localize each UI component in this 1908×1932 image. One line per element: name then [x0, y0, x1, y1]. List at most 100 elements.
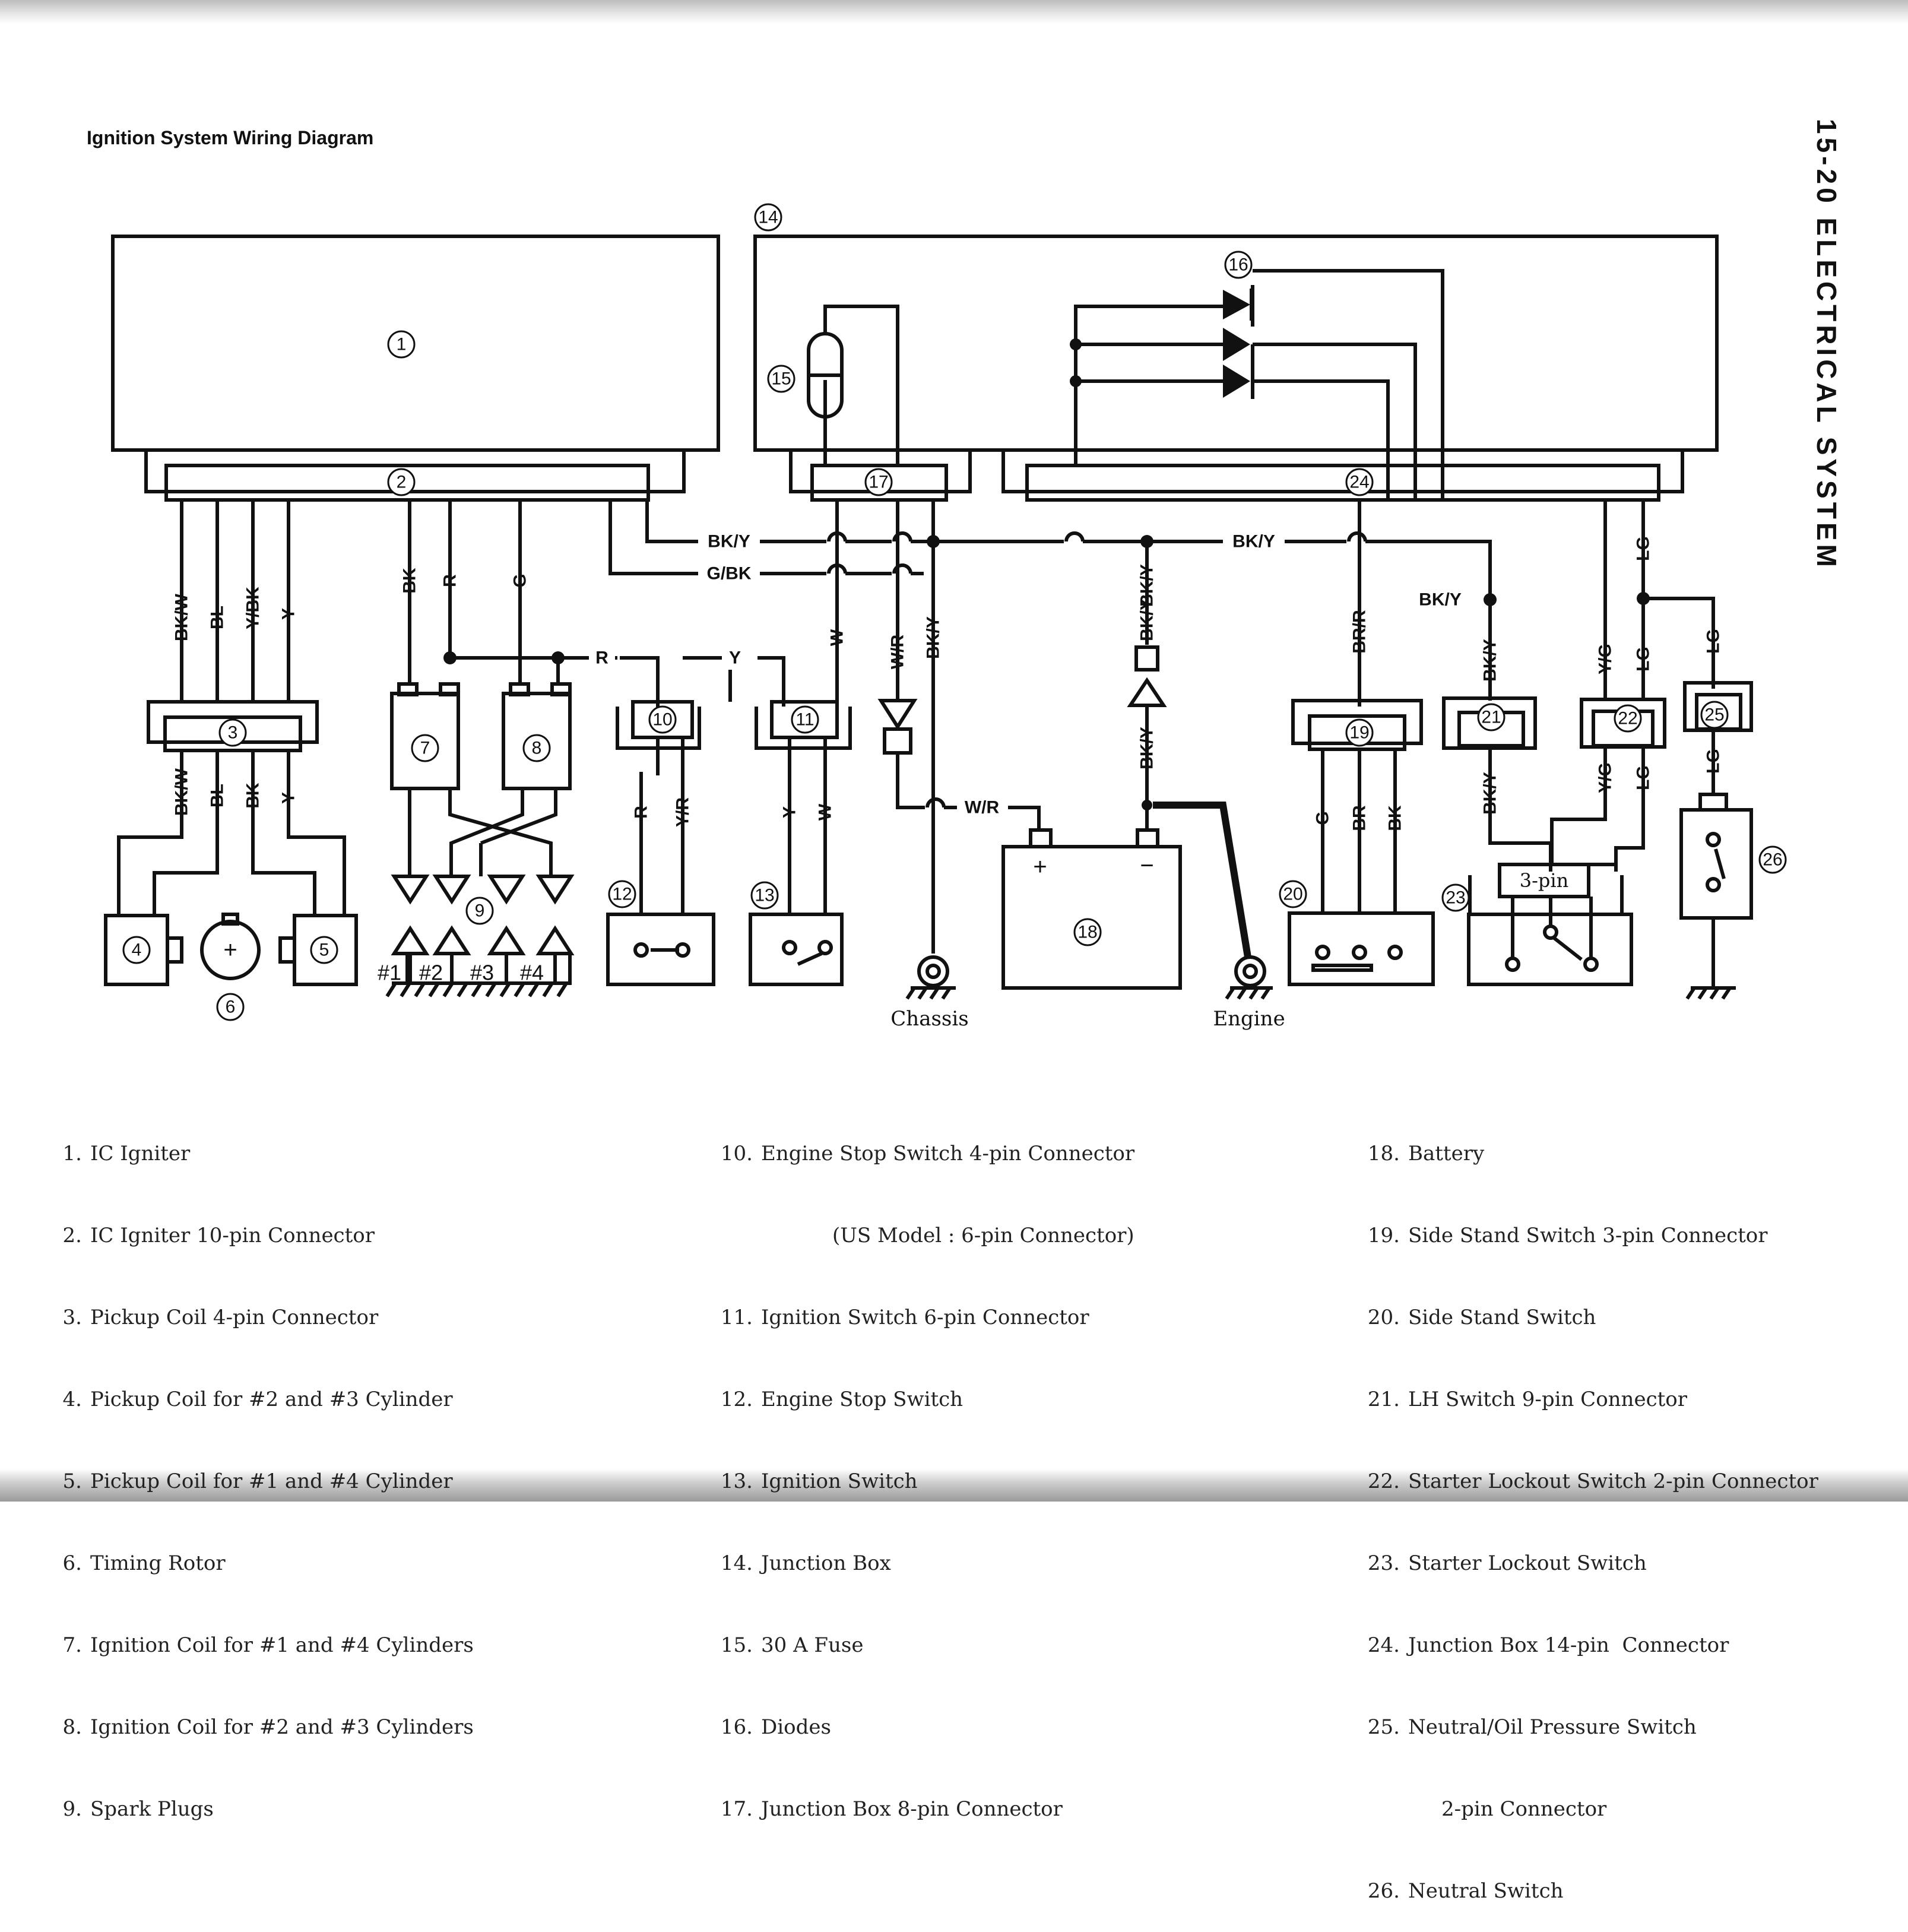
legend-item: 18.Battery	[1367, 1142, 1485, 1165]
battery-plus-label: +	[1033, 854, 1047, 880]
wiring-diagram: 1 2 3 4 5 6 7 8 9 10 11 12 13 14 15 16 1…	[104, 203, 1787, 1031]
wire-label-r-h: R	[595, 648, 608, 668]
wire-label-w-1: W	[816, 803, 835, 821]
legend-column-2: 10.Engine Stop Switch 4-pin Connector (U…	[718, 1085, 1134, 1850]
callout-9: 9	[475, 901, 485, 921]
callout-15: 15	[771, 369, 791, 389]
callout-4: 4	[132, 940, 142, 960]
legend-item: 24.Junction Box 14-pin Connector	[1367, 1633, 1729, 1657]
legend-item: (US Model : 6-pin Connector)	[832, 1224, 1134, 1247]
callout-11: 11	[795, 710, 814, 730]
wire-label-br: BR	[1350, 805, 1370, 831]
diode-1	[1223, 290, 1250, 319]
wire-label-bky-6: BK/Y	[1481, 772, 1500, 815]
wire-label-lg-4: LG	[1704, 629, 1723, 654]
wire-label-ybk: Y/BK	[243, 587, 263, 629]
legend-item: 2.IC Igniter 10-pin Connector	[62, 1224, 375, 1247]
legend-item: 3.Pickup Coil 4-pin Connector	[62, 1306, 379, 1329]
engine-ground	[1234, 955, 1266, 987]
pickup-4pin-connector	[163, 715, 302, 752]
wire-label-bk-2: BK	[400, 568, 420, 594]
callout-26: 26	[1763, 850, 1782, 870]
callout-7: 7	[420, 739, 430, 758]
spark-plug-label-2: #2	[419, 961, 443, 985]
callout-3: 3	[228, 723, 238, 743]
wire-label-g-2: G	[1313, 811, 1333, 825]
timing-rotor	[200, 920, 261, 980]
wire-label-bl-2: BL	[208, 784, 227, 807]
junction-box	[753, 235, 1719, 452]
callout-5: 5	[319, 940, 329, 960]
ignition-6pin-connector	[770, 700, 839, 739]
callout-22: 22	[1618, 709, 1637, 729]
legend-item: 12.Engine Stop Switch	[720, 1388, 963, 1411]
battery-minus-label: −	[1140, 853, 1153, 879]
scan-edge-bottom	[0, 1469, 1908, 1502]
callout-13: 13	[755, 886, 774, 905]
wire-label-y-3: Y	[780, 806, 800, 818]
callout-23: 23	[1446, 888, 1465, 908]
callout-24: 24	[1349, 473, 1369, 492]
wire-label-y-2: Y	[279, 792, 299, 804]
wire-label-bky-4: BK/Y	[1137, 727, 1157, 769]
callout-6: 6	[226, 997, 236, 1017]
neutral-oil-2pin-connector	[1695, 693, 1742, 731]
callout-21: 21	[1481, 708, 1501, 727]
wire-label-wr-h: W/R	[965, 798, 1000, 818]
legend-item: 5.Pickup Coil for #1 and #4 Cylinder	[62, 1469, 453, 1493]
wire-label-bkw-2: BK/W	[172, 768, 192, 816]
battery	[1001, 845, 1182, 990]
legend-column-3: 18.Battery 19.Side Stand Switch 3-pin Co…	[1365, 1085, 1818, 1932]
wire-label-bky-3: BK/Y	[1137, 598, 1157, 641]
callout-17: 17	[869, 473, 888, 492]
legend-item: 21.LH Switch 9-pin Connector	[1367, 1388, 1688, 1411]
legend-item: 13.Ignition Switch	[720, 1469, 918, 1493]
wire-label-bkw-1: BK/W	[172, 593, 192, 641]
legend-item: 23.Starter Lockout Switch	[1367, 1551, 1647, 1575]
wire-label-bky-lh: BK/Y	[1419, 590, 1462, 610]
wire-label-bk-3: BK	[1386, 805, 1405, 831]
wire-label-bky-bus-2: BK/Y	[1232, 532, 1275, 552]
ignition-coil-8	[502, 692, 572, 790]
wire-label-brr: BR/R	[1350, 610, 1370, 654]
wire-label-r-2: R	[632, 806, 651, 819]
junction-8pin-connector	[810, 464, 948, 502]
wire-label-bky-bus-1: BK/Y	[708, 532, 750, 552]
legend-item: 14.Junction Box	[720, 1551, 891, 1575]
callout-16: 16	[1228, 255, 1248, 275]
callout-2: 2	[397, 473, 407, 492]
diode-3	[1223, 365, 1250, 398]
legend-item: 15.30 A Fuse	[720, 1633, 864, 1657]
connector-3pin-box	[1498, 863, 1590, 898]
callout-25: 25	[1704, 705, 1724, 725]
wire-label-gbk: G/BK	[707, 564, 752, 584]
wire-label-bky-1: BK/Y	[924, 616, 943, 659]
legend-item: 10.Engine Stop Switch 4-pin Connector	[720, 1142, 1135, 1165]
legend-item: 19.Side Stand Switch 3-pin Connector	[1367, 1224, 1768, 1247]
wire-label-w-2: W	[828, 629, 847, 646]
engine-stop-switch	[606, 913, 715, 986]
igniter-10pin-connector	[164, 464, 650, 502]
diode-2	[1223, 328, 1250, 361]
ignition-switch	[749, 913, 844, 986]
wire-label-lg-1: LG	[1634, 536, 1653, 561]
wire-label-lg-2: LG	[1634, 647, 1653, 672]
chassis-label: Chassis	[890, 1007, 968, 1031]
engine-label: Engine	[1213, 1007, 1285, 1031]
wire-label-bk-1: BK	[243, 783, 263, 809]
wire-label-y-h: Y	[729, 648, 741, 668]
legend-item: 22.Starter Lockout Switch 2-pin Connecto…	[1367, 1469, 1818, 1493]
spark-plug-label-1: #1	[378, 961, 401, 985]
callout-1: 1	[397, 335, 407, 354]
legend-item: 11.Ignition Switch 6-pin Connector	[720, 1306, 1089, 1329]
legend-item: 8.Ignition Coil for #2 and #3 Cylinders	[62, 1715, 474, 1739]
scan-edge-top	[0, 0, 1908, 24]
legend-item: 20.Side Stand Switch	[1367, 1306, 1596, 1329]
junction-14pin-connector	[1025, 464, 1660, 502]
ic-igniter-box	[111, 235, 720, 452]
legend-item: 7.Ignition Coil for #1 and #4 Cylinders	[62, 1633, 474, 1657]
callout-20: 20	[1283, 885, 1302, 904]
wire-label-bky-2: BK/Y	[1137, 564, 1157, 607]
wire-label-yr: Y/R	[673, 797, 693, 827]
legend-item: 26.Neutral Switch	[1367, 1879, 1564, 1903]
